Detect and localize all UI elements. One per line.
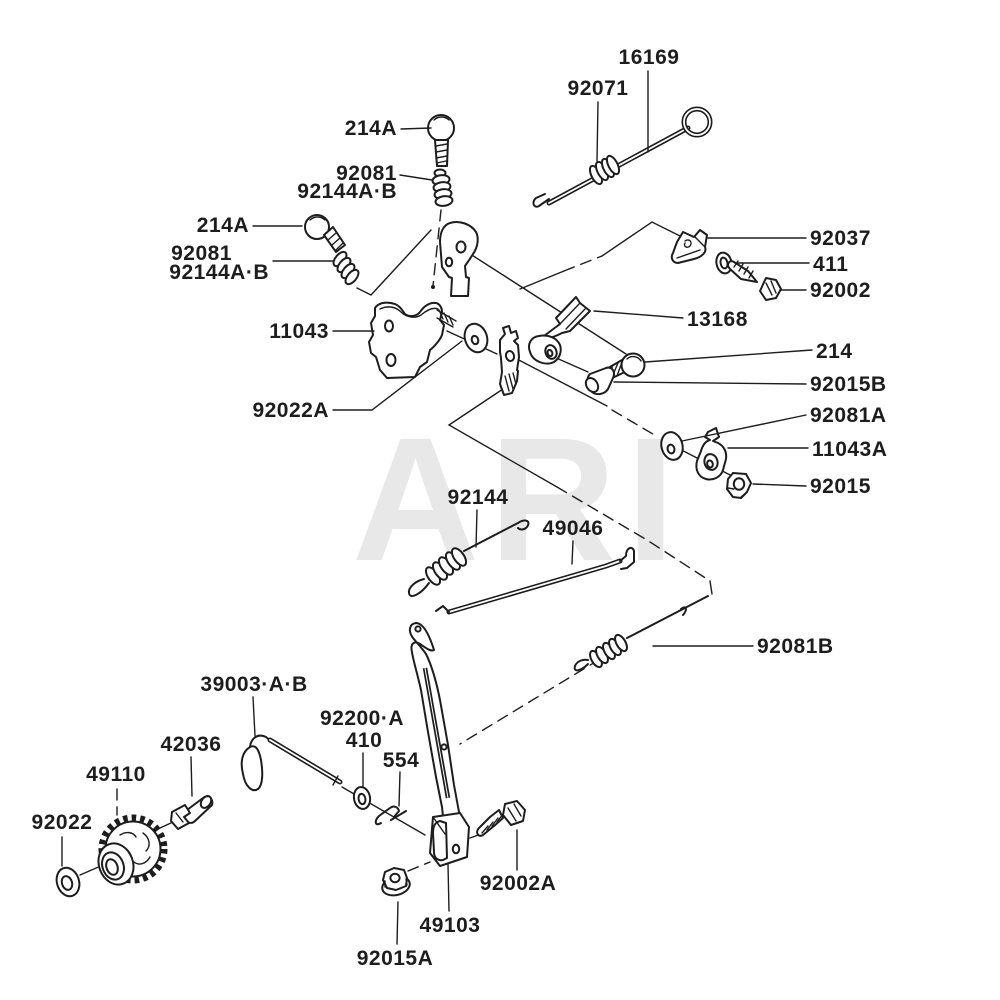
- part-label-92081-top: 92081: [336, 162, 397, 185]
- part-washer-92022a: [463, 322, 489, 354]
- leader-92081a: [681, 414, 807, 442]
- leader-554: [398, 771, 401, 807]
- part-label-92015: 92015: [810, 475, 871, 498]
- part-label-92144ab-top: 92144A·B: [297, 180, 397, 203]
- axis-line: [519, 270, 565, 290]
- part-label-92022a: 92022A: [252, 399, 329, 422]
- part-label-92081a: 92081A: [810, 404, 887, 427]
- part-rod-39003ab: [240, 734, 343, 792]
- axis-line: [709, 580, 713, 595]
- axis-line: [514, 357, 608, 407]
- axis-line: [459, 649, 616, 745]
- part-rod-16169: [532, 106, 713, 208]
- part-screw-214a-top: [427, 114, 455, 167]
- watermark-text: ARI: [352, 402, 685, 598]
- part-clamp-92037: [670, 229, 708, 264]
- part-nut-92015: [726, 472, 752, 499]
- leader-92015b: [613, 381, 807, 385]
- leader-92015a: [396, 901, 399, 945]
- part-label-92200a: 92200·A: [320, 707, 404, 730]
- leader-49046: [571, 540, 574, 565]
- part-label-92144: 92144: [448, 486, 509, 509]
- leader-92015: [752, 483, 807, 487]
- part-washer-92081a: [660, 431, 684, 461]
- part-nut-92015b: [584, 366, 616, 396]
- part-label-42036: 42036: [161, 733, 222, 756]
- axis-line: [463, 249, 627, 355]
- part-bracket-11043: [368, 221, 479, 379]
- part-label-49103: 49103: [420, 914, 481, 937]
- part-washer-92022: [55, 866, 81, 898]
- part-label-92002a: 92002A: [480, 872, 557, 895]
- part-spring-92081-top: [431, 168, 454, 207]
- axis-dot: [431, 285, 435, 289]
- part-throttle-shaft-arm: [499, 325, 520, 396]
- part-label-554: 554: [383, 749, 420, 772]
- part-label-411: 411: [813, 253, 848, 276]
- part-label-92022: 92022: [32, 811, 93, 834]
- part-label-92037: 92037: [810, 227, 871, 250]
- leader-42036: [190, 756, 193, 797]
- leader-92081-top: [399, 174, 433, 181]
- part-label-92081-left: 92081: [171, 242, 232, 265]
- axis-line: [447, 388, 558, 488]
- axis-line: [356, 229, 432, 296]
- axis-line: [563, 255, 603, 272]
- part-nut-92015a: [381, 867, 411, 897]
- part-lever-13168: [528, 296, 591, 365]
- part-screw-214a-left: [304, 214, 346, 253]
- axis-line: [407, 861, 431, 872]
- part-gear-49110: [97, 814, 168, 886]
- part-washer-410: [352, 786, 372, 810]
- part-label-92015a: 92015A: [357, 947, 434, 970]
- part-rod-49046: [435, 546, 635, 615]
- leader-214a-top: [400, 127, 432, 130]
- part-label-92081b: 92081B: [757, 635, 834, 658]
- leader-92071: [596, 101, 599, 162]
- part-spring-92144: [407, 519, 530, 597]
- part-label-214a-left: 214A: [197, 214, 249, 237]
- leader-lines: [61, 70, 813, 945]
- part-lever-49103: [408, 622, 470, 867]
- axis-line: [553, 356, 589, 373]
- part-bolt-92002: [727, 260, 782, 301]
- leader-13168: [593, 310, 684, 319]
- part-label-49110: 49110: [86, 763, 146, 786]
- leader-214: [644, 349, 813, 363]
- part-spring-92081b: [573, 595, 709, 672]
- part-label-11043a: 11043A: [812, 438, 887, 461]
- leader-49103: [447, 863, 450, 912]
- part-label-16169: 16169: [619, 46, 680, 69]
- part-label-214a-top: 214A: [345, 117, 397, 140]
- part-label-13168: 13168: [687, 308, 748, 331]
- part-label-39003ab: 39003·A·B: [200, 673, 307, 696]
- axis-line: [611, 409, 659, 438]
- leader-92022a: [332, 340, 463, 411]
- part-pin-42036: [170, 795, 214, 830]
- part-clip-554: [374, 805, 407, 826]
- part-label-11043: 11043: [269, 320, 329, 343]
- part-label-214: 214: [816, 340, 853, 363]
- axis-line: [601, 221, 685, 257]
- part-label-410: 410: [346, 729, 383, 752]
- axis-line: [556, 486, 711, 582]
- part-spring-92144ab-left: [332, 250, 360, 286]
- leader-92144: [475, 509, 478, 548]
- axis-line: [432, 209, 442, 287]
- part-label-92144ab-left: 92144A·B: [169, 261, 269, 284]
- leader-39003ab: [252, 696, 256, 737]
- part-bracket-11043a: [695, 427, 728, 481]
- part-label-92002: 92002: [810, 279, 871, 302]
- part-label-92071: 92071: [568, 77, 629, 100]
- part-label-49046: 49046: [543, 517, 604, 540]
- part-spring-92071: [588, 154, 621, 186]
- part-bolt-92002a: [476, 800, 526, 837]
- part-label-92015b: 92015B: [810, 373, 887, 396]
- part-labels: 16169 92071 214A 92081 92144A·B 214A 920…: [32, 46, 887, 970]
